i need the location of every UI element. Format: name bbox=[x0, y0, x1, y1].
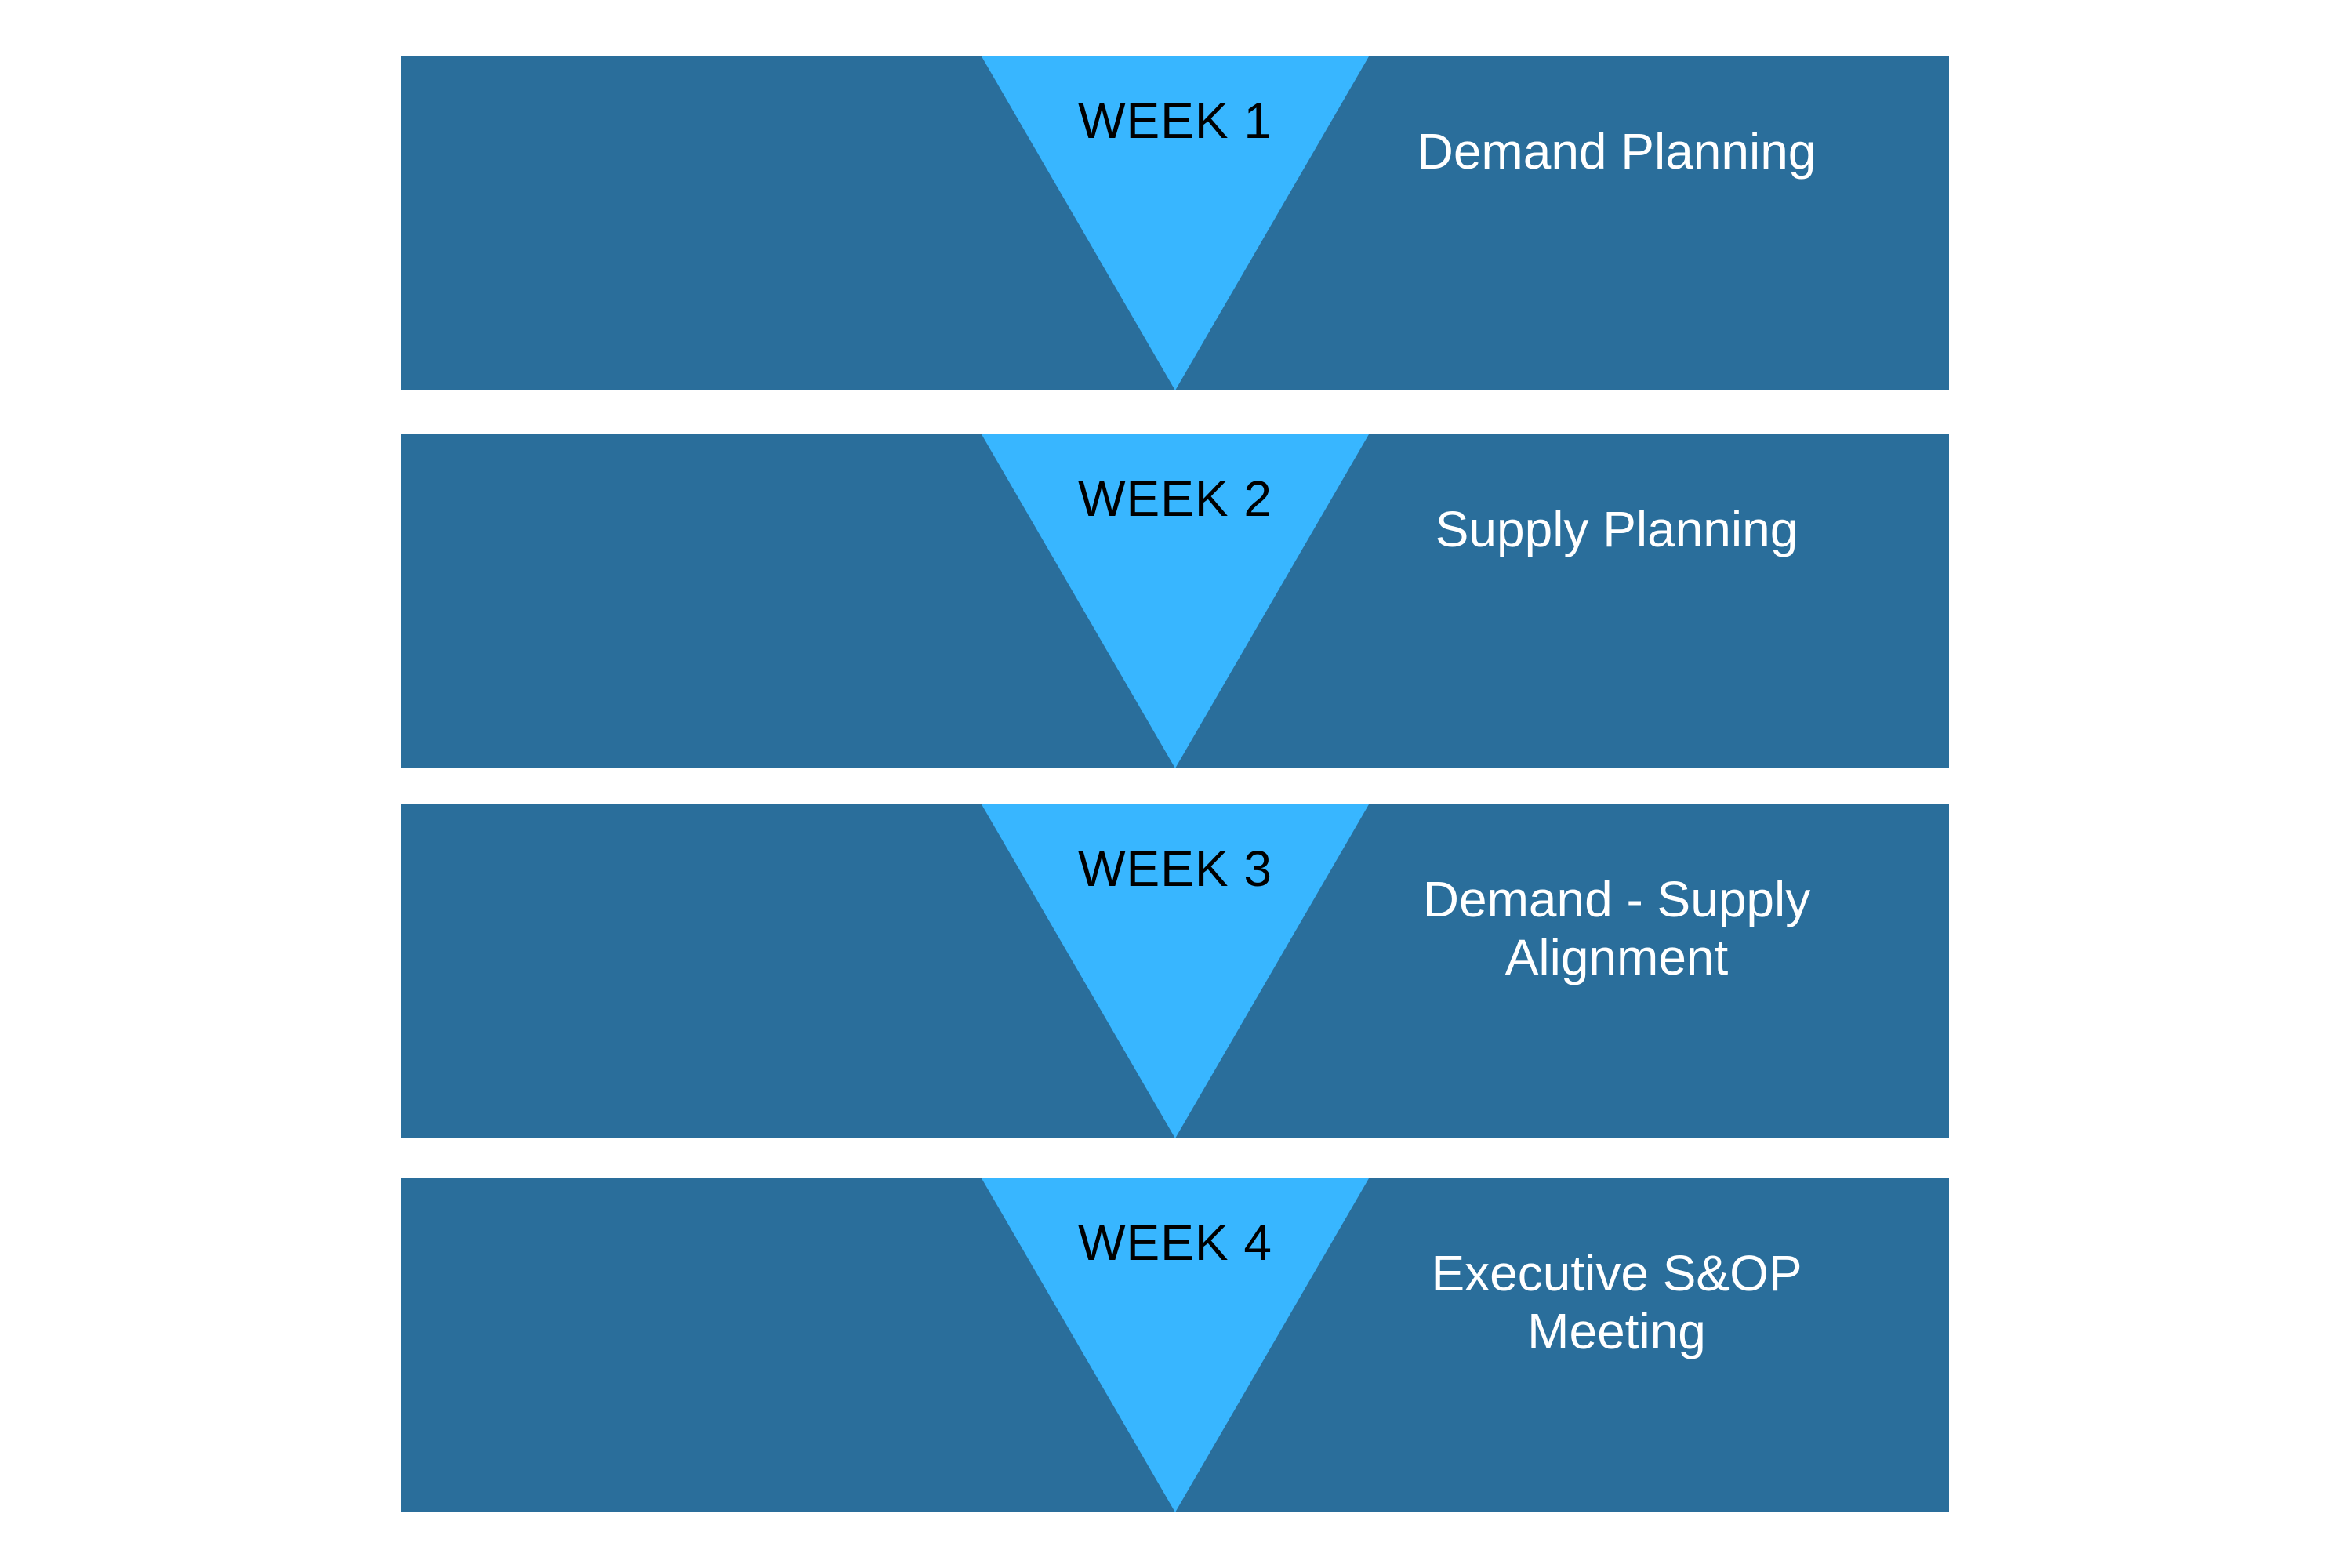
phase-label: Executive S&OP Meeting bbox=[1431, 1245, 1802, 1360]
week-row-4: WEEK 4 Executive S&OP Meeting bbox=[401, 1178, 1949, 1512]
week-label: WEEK 1 bbox=[1078, 93, 1272, 149]
week-label: WEEK 2 bbox=[1078, 470, 1272, 527]
phase-label: Demand Planning bbox=[1417, 123, 1817, 180]
week-row-2: WEEK 2 Supply Planning bbox=[401, 434, 1949, 768]
phase-label: Supply Planning bbox=[1435, 501, 1798, 557]
week-label: WEEK 4 bbox=[1078, 1214, 1272, 1271]
week-label: WEEK 3 bbox=[1078, 840, 1272, 897]
week-row-1: WEEK 1 Demand Planning bbox=[401, 56, 1949, 390]
week-row-3: WEEK 3 Demand - Supply Alignment bbox=[401, 804, 1949, 1138]
phase-label: Demand - Supply Alignment bbox=[1422, 871, 1811, 986]
